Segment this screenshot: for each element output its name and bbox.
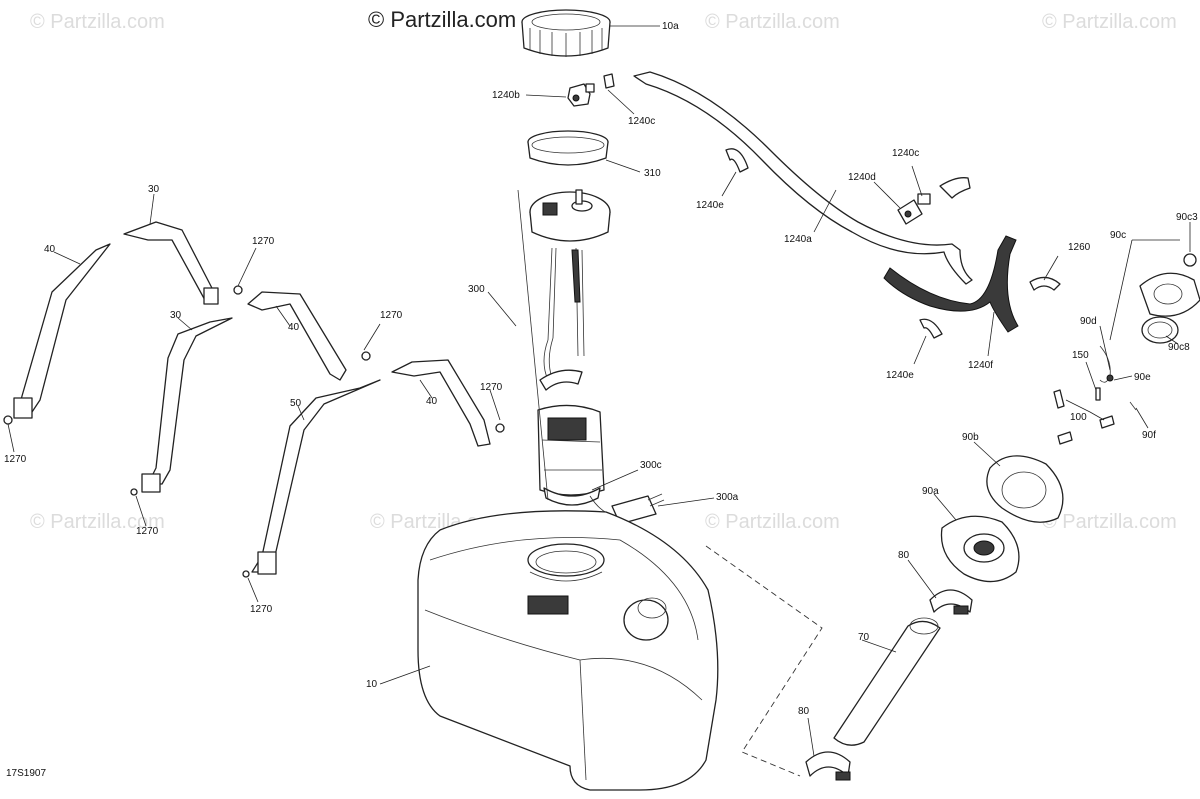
callout-10a: 10a xyxy=(662,21,679,32)
callout-30: 30 xyxy=(148,184,160,195)
watermark: © Partzilla.com xyxy=(30,511,165,533)
callout-80-top: 80 xyxy=(898,550,910,561)
callout-40-mid: 40 xyxy=(288,322,300,333)
part-clip-mid xyxy=(130,488,138,496)
part-strap-40-mid xyxy=(247,291,371,381)
watermark: © Partzilla.com xyxy=(30,11,165,33)
callout-90c: 90c xyxy=(1110,230,1126,241)
part-filler-gasket xyxy=(986,455,1064,523)
callout-1240d: 1240d xyxy=(848,172,876,183)
callout-100: 100 xyxy=(1070,412,1087,423)
callout-1270-c: 1270 xyxy=(480,382,503,393)
part-strap-30-mid xyxy=(141,317,233,493)
callout-10: 10 xyxy=(366,679,378,690)
callout-90d: 90d xyxy=(1080,316,1097,327)
watermark: © Partzilla.com xyxy=(705,511,840,533)
callout-90e: 90e xyxy=(1134,372,1151,383)
part-hose-clamp-bottom xyxy=(805,751,851,781)
callout-300c: 300c xyxy=(640,460,662,471)
part-clamp xyxy=(1029,276,1061,291)
part-strap-30-top xyxy=(123,221,243,305)
callout-150: 150 xyxy=(1072,350,1089,361)
callout-1270: 1270 xyxy=(252,236,275,247)
callout-50: 50 xyxy=(290,398,302,409)
part-filler-hose xyxy=(833,617,941,746)
callout-40: 40 xyxy=(44,244,56,255)
callout-300: 300 xyxy=(468,284,485,295)
part-small-hardware xyxy=(1053,345,1137,445)
callout-1240c-right: 1240c xyxy=(892,148,919,159)
part-filler-neck xyxy=(940,515,1020,583)
callout-1240c: 1240c xyxy=(628,116,655,127)
part-check-valve xyxy=(897,193,931,225)
part-vent-hose xyxy=(633,71,973,339)
callout-40-right: 40 xyxy=(426,396,438,407)
part-clip-left xyxy=(3,415,13,425)
callout-1240e: 1240e xyxy=(696,200,724,211)
watermarks: © Partzilla.com © Partzilla.com © Partzi… xyxy=(30,7,1177,533)
leader-lines xyxy=(7,25,1191,757)
part-fuel-pump xyxy=(529,189,611,506)
part-clip-bottom xyxy=(242,570,250,578)
callout-1270-e: 1270 xyxy=(250,604,273,615)
part-strap-40-right xyxy=(391,359,505,447)
part-lock-ring xyxy=(521,9,611,57)
assembly-bracket-line xyxy=(517,189,549,501)
watermark: © Partzilla.com xyxy=(1042,11,1177,33)
diagram-code: 17S1907 xyxy=(6,768,46,779)
callout-300a: 300a xyxy=(716,492,739,503)
callout-1270-left: 1270 xyxy=(4,454,27,465)
callout-1270-d: 1270 xyxy=(136,526,159,537)
callout-1240a: 1240a xyxy=(784,234,812,245)
callout-1240e-bottom: 1240e xyxy=(886,370,914,381)
callout-90c3: 90c3 xyxy=(1176,212,1198,223)
callout-1240b: 1240b xyxy=(492,90,520,101)
part-filler-cap xyxy=(1139,253,1200,344)
part-fuel-tank xyxy=(417,510,719,791)
callout-90b: 90b xyxy=(962,432,979,443)
callout-70: 70 xyxy=(858,632,870,643)
callout-90a: 90a xyxy=(922,486,939,497)
routing-dashed-line xyxy=(705,545,823,777)
part-strap-40-left xyxy=(13,243,111,419)
callout-1270-b: 1270 xyxy=(380,310,403,321)
part-black-hose xyxy=(883,235,1019,333)
part-fittings-top xyxy=(567,73,615,107)
callout-90c8: 90c8 xyxy=(1168,342,1190,353)
part-hose-clamp-top xyxy=(929,589,973,615)
watermark: © Partzilla.com xyxy=(1042,511,1177,533)
callout-80-bottom: 80 xyxy=(798,706,810,717)
watermark-top: © Partzilla.com xyxy=(368,7,516,32)
part-strap-50 xyxy=(251,379,381,575)
callout-30-mid: 30 xyxy=(170,310,182,321)
callout-1240f: 1240f xyxy=(968,360,993,371)
callout-310: 310 xyxy=(644,168,661,179)
callout-1260: 1260 xyxy=(1068,242,1091,253)
part-gasket xyxy=(527,130,609,166)
watermark: © Partzilla.com xyxy=(705,11,840,33)
callout-90f: 90f xyxy=(1142,430,1156,441)
callout-labels: 10a 1240b 1240c 310 1240e 1240a 1240d 12… xyxy=(4,21,1198,717)
